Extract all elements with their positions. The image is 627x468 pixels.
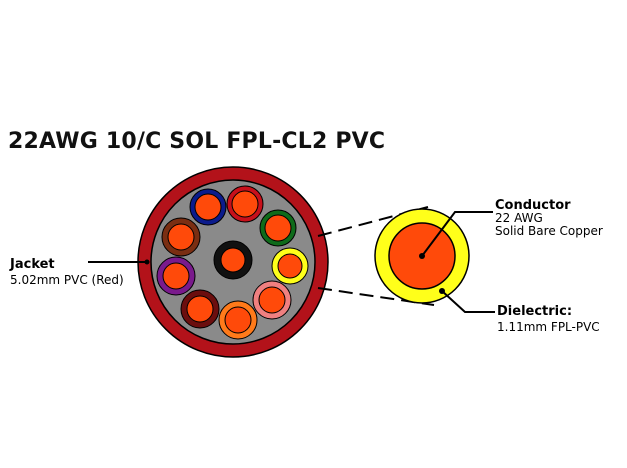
conductor-yellow bbox=[271, 247, 309, 285]
conductor-label-gauge: 22 AWG bbox=[495, 211, 543, 225]
conductor-orange bbox=[218, 300, 258, 340]
conductor-purple bbox=[156, 256, 196, 296]
conductor-label-title: Conductor bbox=[495, 198, 571, 213]
jacket-dot bbox=[144, 259, 150, 265]
conductor-red bbox=[226, 185, 264, 223]
conductor-label-material: Solid Bare Copper bbox=[495, 224, 603, 238]
conductor-maroon bbox=[180, 289, 220, 329]
conductor-black-center bbox=[213, 240, 253, 280]
conductor-leader bbox=[421, 211, 493, 257]
jacket-label-spec: 5.02mm PVC (Red) bbox=[10, 273, 124, 287]
dielectric-leader bbox=[441, 290, 495, 313]
conductor-pink bbox=[252, 280, 292, 320]
dielectric-label-title: Dielectric: bbox=[497, 304, 572, 319]
diagram-title: 22AWG 10/C SOL FPL-CL2 PVC bbox=[8, 129, 386, 154]
conductor-brown bbox=[161, 217, 201, 257]
jacket-label-title: Jacket bbox=[9, 257, 55, 272]
conductor-blue bbox=[189, 188, 227, 226]
cable-cross-section bbox=[137, 166, 329, 358]
conductor-green bbox=[259, 209, 297, 247]
dielectric-label-spec: 1.11mm FPL-PVC bbox=[497, 320, 600, 334]
